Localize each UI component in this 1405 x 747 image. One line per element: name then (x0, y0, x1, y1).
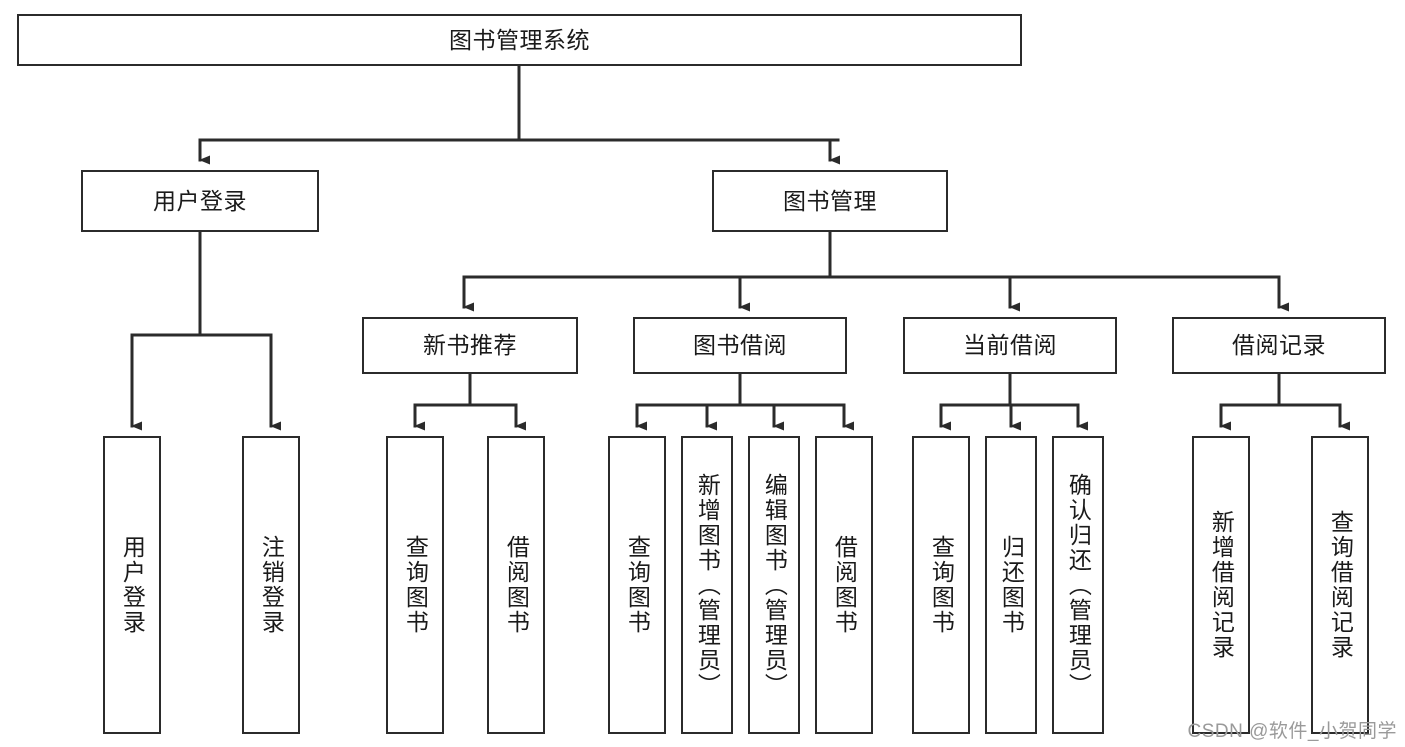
leaf-query-borrow-record-label: 查询借阅记录 (1327, 510, 1354, 660)
leaf-edit-book-admin[interactable]: 编辑图书（管理员） (748, 436, 800, 734)
leaf-borrow-book[interactable]: 借阅图书 (815, 436, 873, 734)
leaf-query-book-borrow[interactable]: 查询图书 (608, 436, 666, 734)
leaf-logout-label: 注销登录 (258, 535, 285, 635)
node-book-management[interactable]: 图书管理 (712, 170, 948, 232)
leaf-add-borrow-record-label: 新增借阅记录 (1208, 510, 1235, 660)
node-borrow-records[interactable]: 借阅记录 (1172, 317, 1386, 374)
leaf-borrow-book-label: 借阅图书 (831, 535, 858, 635)
node-current-borrow-label: 当前借阅 (963, 332, 1057, 359)
node-new-book-recommend[interactable]: 新书推荐 (362, 317, 578, 374)
node-root[interactable]: 图书管理系统 (17, 14, 1022, 66)
leaf-add-borrow-record[interactable]: 新增借阅记录 (1192, 436, 1250, 734)
leaf-query-book-newbook[interactable]: 查询图书 (386, 436, 444, 734)
leaf-add-book-admin[interactable]: 新增图书（管理员） (681, 436, 733, 734)
node-book-management-label: 图书管理 (783, 187, 877, 214)
node-user-login[interactable]: 用户登录 (81, 170, 319, 232)
leaf-query-book-newbook-label: 查询图书 (402, 535, 429, 635)
node-current-borrow[interactable]: 当前借阅 (903, 317, 1117, 374)
leaf-add-book-admin-label: 新增图书（管理员） (694, 472, 721, 698)
node-book-borrow[interactable]: 图书借阅 (633, 317, 847, 374)
leaf-return-book-label: 归还图书 (998, 535, 1025, 635)
node-user-login-label: 用户登录 (153, 187, 247, 214)
leaf-query-borrow-record[interactable]: 查询借阅记录 (1311, 436, 1369, 734)
leaf-user-login-label: 用户登录 (119, 535, 146, 635)
node-book-borrow-label: 图书借阅 (693, 332, 787, 359)
leaf-query-book-current-label: 查询图书 (928, 535, 955, 635)
leaf-user-login[interactable]: 用户登录 (103, 436, 161, 734)
node-borrow-records-label: 借阅记录 (1232, 332, 1326, 359)
node-root-label: 图书管理系统 (449, 26, 590, 53)
leaf-query-book-current[interactable]: 查询图书 (912, 436, 970, 734)
leaf-edit-book-admin-label: 编辑图书（管理员） (761, 472, 788, 698)
leaf-logout[interactable]: 注销登录 (242, 436, 300, 734)
leaf-borrow-book-newbook-label: 借阅图书 (503, 535, 530, 635)
leaf-confirm-return-admin[interactable]: 确认归还（管理员） (1052, 436, 1104, 734)
leaf-query-book-borrow-label: 查询图书 (624, 535, 651, 635)
leaf-return-book[interactable]: 归还图书 (985, 436, 1037, 734)
leaf-borrow-book-newbook[interactable]: 借阅图书 (487, 436, 545, 734)
watermark: CSDN @软件_小贺同学 (1187, 721, 1397, 742)
leaf-confirm-return-admin-label: 确认归还（管理员） (1065, 472, 1092, 698)
node-new-book-recommend-label: 新书推荐 (423, 332, 517, 359)
